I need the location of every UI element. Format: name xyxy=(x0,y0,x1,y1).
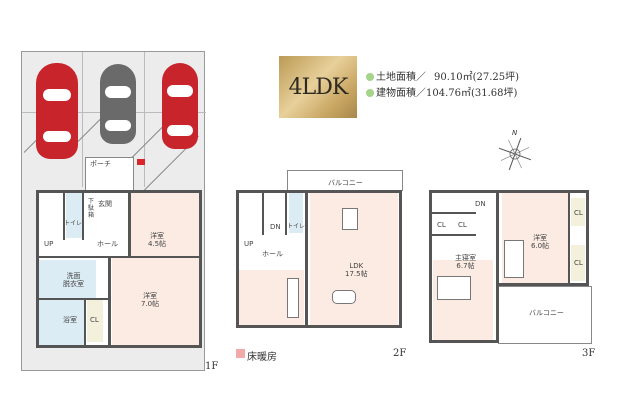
master-bedroom xyxy=(433,260,493,340)
floor-label-1f: 1F xyxy=(205,361,219,372)
porch: ポーチ xyxy=(85,157,134,191)
western-room-4-5 xyxy=(130,192,199,256)
car-icon xyxy=(162,63,198,149)
balcony-2f: バルコニー xyxy=(287,170,403,191)
closet-3 xyxy=(571,198,585,226)
layout-type-badge: 4LDK xyxy=(279,56,357,118)
closet-4 xyxy=(571,245,585,281)
bullet-dot-icon xyxy=(366,89,374,97)
floor-label-3f: 3F xyxy=(582,348,596,359)
closet-1f xyxy=(87,300,103,342)
car-icon xyxy=(100,64,136,144)
floor-heating-legend-label: 床暖房 xyxy=(247,352,277,363)
mailbox-icon xyxy=(137,159,145,165)
floor-heating-legend-swatch xyxy=(236,349,245,358)
washroom xyxy=(38,260,96,298)
toilet-2f xyxy=(289,193,303,233)
bed-icon xyxy=(437,276,471,300)
washroom-label: 洗面脱衣室 xyxy=(63,272,84,288)
kitchen-counter-icon xyxy=(287,278,299,318)
compass-icon: N xyxy=(494,129,536,175)
bullet-dot-icon xyxy=(366,73,374,81)
toilet-1f xyxy=(66,193,82,238)
balcony-3f: バルコニー xyxy=(498,286,592,344)
land-area: 土地面積／90.10㎡(27.25坪) xyxy=(366,68,519,83)
dining-table-icon xyxy=(332,290,356,304)
bed-icon xyxy=(504,240,524,278)
floor-label-2f: 2F xyxy=(393,348,407,359)
western-room-7-0 xyxy=(112,258,199,346)
layout-type-label: 4LDK xyxy=(288,74,349,100)
table-icon xyxy=(342,208,358,230)
bathroom xyxy=(38,300,84,346)
car-icon xyxy=(36,63,78,159)
building-area: 建物面積／104.76㎡(31.68坪) xyxy=(366,84,517,99)
